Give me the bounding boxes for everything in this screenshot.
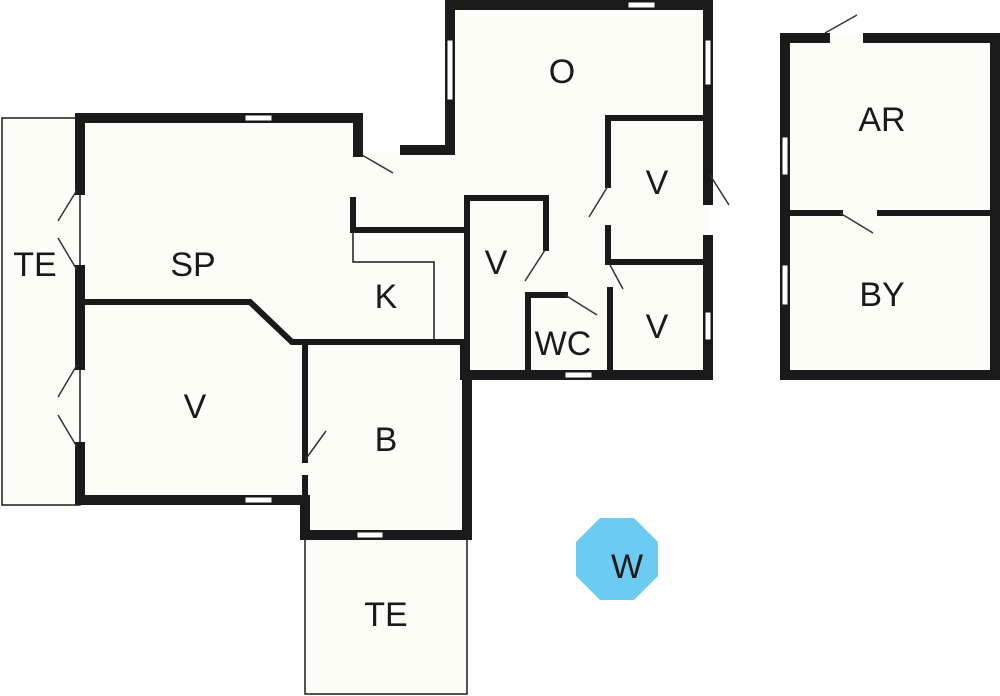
room-label-v-left: V <box>184 388 207 426</box>
room-label-v-right-bottom: V <box>646 308 669 346</box>
room-labels: O AR SP TE K V V V WC V B BY TE <box>13 53 905 634</box>
marker-label: W <box>611 548 643 586</box>
room-label-wc: WC <box>535 325 592 363</box>
room-label-sp: SP <box>170 246 215 284</box>
room-label-te-left: TE <box>13 246 56 284</box>
room-label-o: O <box>549 53 575 91</box>
room-label-ar: AR <box>858 101 905 139</box>
floor-areas <box>2 5 995 694</box>
room-label-k: K <box>375 278 398 316</box>
room-label-v-small: V <box>485 244 508 282</box>
room-label-v-right-top: V <box>646 164 669 202</box>
windows <box>244 1 789 539</box>
w-marker: W <box>576 518 658 600</box>
walls <box>75 0 1000 540</box>
room-label-b: B <box>375 421 398 459</box>
room-label-te-bottom: TE <box>364 596 407 634</box>
room-label-by: BY <box>859 276 904 314</box>
octagon-marker-icon <box>576 518 658 600</box>
doors <box>57 14 874 461</box>
